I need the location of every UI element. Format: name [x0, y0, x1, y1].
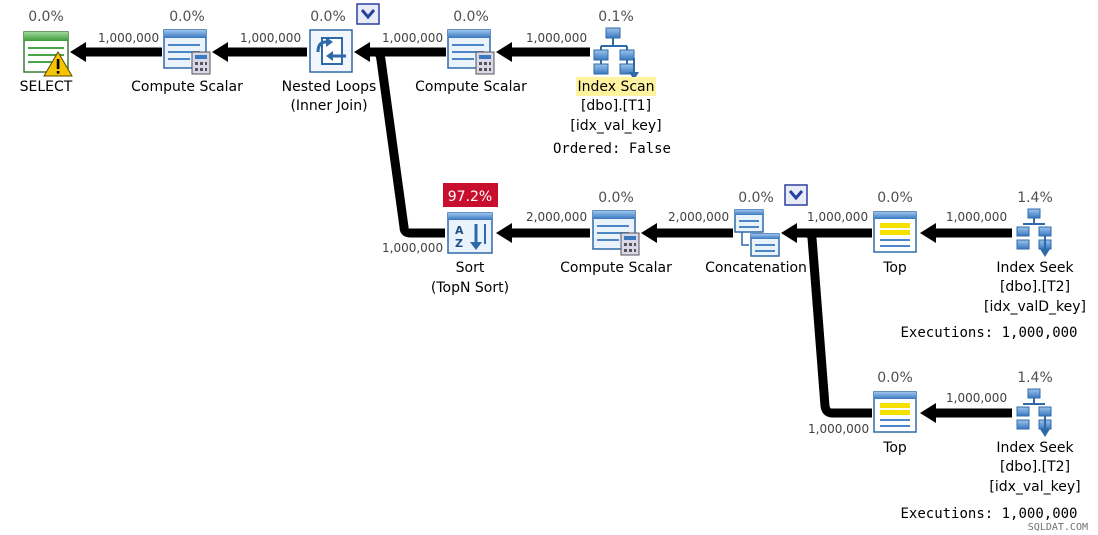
node-sublabel: (TopN Sort)	[431, 280, 509, 296]
index-seek-icon	[1016, 388, 1052, 437]
watermark-text: SQLDAT.COM	[1028, 522, 1088, 533]
node-label: Sort	[456, 260, 485, 276]
cost-percent: 0.1%	[598, 9, 634, 25]
cost-percent: 1.4%	[1017, 190, 1053, 206]
edge-sort-to-nl	[374, 47, 445, 238]
arrowhead	[354, 42, 370, 62]
compute-scalar-icon	[592, 210, 640, 256]
cost-percent: 0.0%	[28, 9, 64, 25]
compute-scalar-icon	[163, 29, 211, 75]
top-icon	[873, 391, 917, 433]
node-nested-loops[interactable]: 0.0% Nested Loops (Inner Join)	[282, 3, 380, 114]
node-index-seek[interactable]: 1.4% Index Seek [dbo].[T2] [idx_valD_key…	[900, 190, 1086, 341]
node-label: Top	[882, 440, 907, 456]
parallelism-chevron-down-icon[interactable]	[784, 184, 808, 206]
arrowhead	[70, 42, 86, 62]
arrowhead	[496, 42, 512, 62]
edge-labels: 1,000,000 1,000,000 1,000,000 1,000,000 …	[98, 31, 1007, 436]
arrowhead	[496, 223, 512, 243]
node-object-label: [dbo].[T2]	[1000, 279, 1070, 295]
edge-row-count: 2,000,000	[526, 210, 587, 224]
edges	[70, 42, 1012, 423]
arrowhead	[641, 223, 657, 243]
node-sublabel: (Inner Join)	[290, 98, 367, 114]
cost-percent: 0.0%	[310, 9, 346, 25]
node-top[interactable]: 0.0% Top	[873, 190, 917, 276]
node-label: Compute Scalar	[415, 79, 527, 95]
cost-percent: 0.0%	[877, 190, 913, 206]
node-label: Index Scan	[577, 79, 654, 95]
svg-text:A: A	[455, 224, 464, 237]
hot-cost-badge	[443, 183, 498, 207]
sort-icon: A Z	[447, 212, 493, 254]
node-index-label: [idx_valD_key]	[984, 299, 1086, 315]
node-index-seek[interactable]: 1.4% Index Seek [dbo].[T2] [idx_val_key]…	[900, 370, 1080, 522]
node-compute-scalar[interactable]: 0.0% Compute Scalar	[560, 190, 672, 276]
edge-row-count: 1,000,000	[382, 31, 443, 45]
cost-percent: 1.4%	[1017, 370, 1053, 386]
node-index-scan[interactable]: 0.1% Index Scan [dbo].[T1] [idx_val_key]…	[553, 9, 671, 157]
node-compute-scalar[interactable]: 0.0% Compute Scalar	[131, 9, 243, 95]
node-property-label: Ordered: False	[553, 141, 671, 157]
arrowhead	[781, 223, 797, 243]
cost-percent: 0.0%	[453, 9, 489, 25]
node-index-label: [idx_val_key]	[570, 118, 661, 134]
cost-percent: 0.0%	[598, 190, 634, 206]
node-property-label: Executions: 1,000,000	[900, 506, 1077, 522]
node-label: Index Seek	[996, 260, 1074, 276]
node-property-label: Executions: 1,000,000	[900, 325, 1077, 341]
top-icon	[873, 211, 917, 253]
cost-percent: 0.0%	[877, 370, 913, 386]
node-label: Top	[882, 260, 907, 276]
node-label: Nested Loops	[282, 79, 377, 95]
node-label: SELECT	[20, 79, 73, 95]
edge-row-count: 1,000,000	[946, 391, 1007, 405]
edge-row-count: 1,000,000	[98, 31, 159, 45]
node-label: Concatenation	[705, 260, 807, 276]
selected-node-highlight	[576, 77, 656, 96]
node-select[interactable]: 0.0% SELECT	[20, 9, 73, 95]
index-seek-icon	[1016, 208, 1052, 257]
edge-top2-to-concat	[805, 228, 872, 418]
edge-row-count: 2,000,000	[668, 210, 729, 224]
edge-row-count: 1,000,000	[808, 422, 869, 436]
edge-row-count: 1,000,000	[526, 31, 587, 45]
parallelism-chevron-down-icon[interactable]	[356, 3, 380, 25]
arrowhead	[920, 223, 936, 243]
arrowhead	[212, 42, 228, 62]
arrowhead	[920, 403, 936, 423]
node-object-label: [dbo].[T2]	[1000, 459, 1070, 475]
svg-text:Z: Z	[455, 237, 463, 250]
cost-percent: 97.2%	[448, 189, 492, 205]
node-sort[interactable]: 97.2% A Z Sort (TopN Sort)	[431, 183, 509, 296]
nested-loops-icon	[309, 29, 353, 73]
concatenation-icon	[734, 209, 780, 257]
node-top[interactable]: 0.0% Top	[873, 370, 917, 456]
edge-row-count: 1,000,000	[946, 210, 1007, 224]
node-object-label: [dbo].[T1]	[581, 98, 651, 114]
cost-percent: 0.0%	[169, 9, 205, 25]
edge-row-count: 1,000,000	[382, 241, 443, 255]
edge-row-count: 1,000,000	[807, 210, 868, 224]
node-label: Compute Scalar	[131, 79, 243, 95]
select-warning-icon	[23, 31, 73, 77]
compute-scalar-icon	[447, 29, 495, 75]
node-compute-scalar[interactable]: 0.0% Compute Scalar	[415, 9, 527, 95]
node-index-label: [idx_val_key]	[989, 479, 1080, 495]
node-concatenation[interactable]: 0.0% Concatenation	[705, 184, 808, 276]
node-label: Index Seek	[996, 440, 1074, 456]
cost-percent: 0.0%	[738, 190, 774, 206]
index-scan-icon	[593, 27, 639, 80]
edge-row-count: 1,000,000	[240, 31, 301, 45]
node-label: Compute Scalar	[560, 260, 672, 276]
